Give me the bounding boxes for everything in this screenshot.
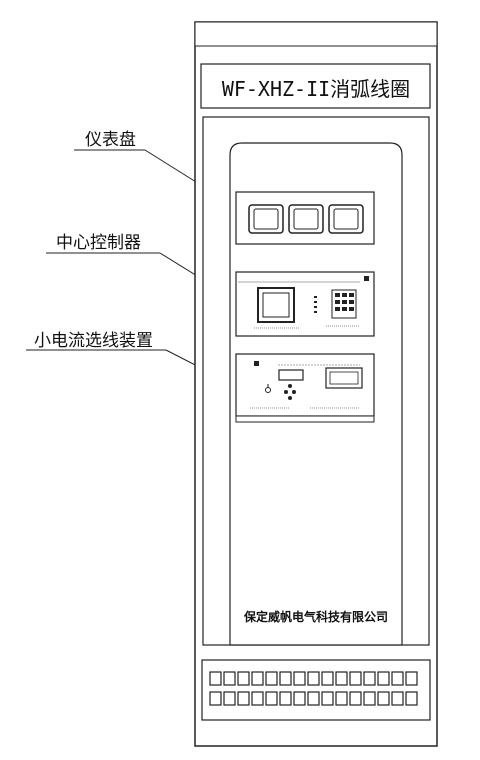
vent-slot: [391, 671, 404, 686]
vent-slot: [279, 691, 292, 706]
vent-slot: [237, 691, 250, 706]
vent-slot: [363, 691, 376, 706]
device-small-display: [278, 369, 304, 381]
company-name: 保定威帆电气科技有限公司: [243, 610, 388, 624]
vent-slot: [237, 671, 250, 686]
label-central-controller: 中心控制器: [56, 233, 141, 253]
label-instrument-panel: 仪表盘: [85, 130, 136, 150]
device-buttons-icon: [284, 384, 296, 400]
vent-slot: [279, 671, 292, 686]
controller-indicator-leds: [314, 296, 317, 313]
vent-slot: [349, 691, 362, 706]
vent-slot: [321, 671, 334, 686]
vent-slot: [293, 671, 306, 686]
vent-slot: [377, 671, 390, 686]
meter-1-inner: [253, 208, 279, 230]
vent-slot: [377, 691, 390, 706]
device-knob-icon: [265, 384, 271, 393]
vent-slot: [293, 691, 306, 706]
meter-2-inner: [293, 208, 319, 230]
vent-slot: [307, 691, 320, 706]
vent-slot: [321, 691, 334, 706]
vent-slot: [251, 671, 264, 686]
vent-slot: [251, 691, 264, 706]
vent-slot: [405, 691, 418, 706]
controller-corner-mark: [364, 276, 369, 281]
lower-blank-panel: [235, 415, 375, 423]
vent-slot: [335, 671, 348, 686]
vent-slot: [307, 671, 320, 686]
vent-slot: [405, 671, 418, 686]
vent-slot: [223, 691, 236, 706]
title-plate: [200, 63, 431, 109]
vent-slot: [349, 671, 362, 686]
cabinet-top-cap: [194, 21, 438, 47]
vent-grille: [209, 671, 418, 706]
vent-slot: [363, 671, 376, 686]
vent-slot: [335, 691, 348, 706]
vent-slot: [391, 691, 404, 706]
vent-slot: [265, 691, 278, 706]
vent-slot: [265, 671, 278, 686]
controller-keypad-keys: [335, 293, 354, 311]
device-large-display-inner: [329, 371, 359, 385]
meter-3-inner: [333, 208, 359, 230]
label-line-selection-device: 小电流选线装置: [34, 331, 153, 351]
controller-display-screen: [262, 292, 290, 318]
device-corner-mark: [254, 361, 259, 366]
vent-slot: [209, 691, 222, 706]
vent-slot: [209, 671, 222, 686]
vent-slot: [223, 671, 236, 686]
vent-frame: [201, 659, 431, 721]
device-title: WF-XHZ-II消弧线圈: [221, 77, 411, 101]
